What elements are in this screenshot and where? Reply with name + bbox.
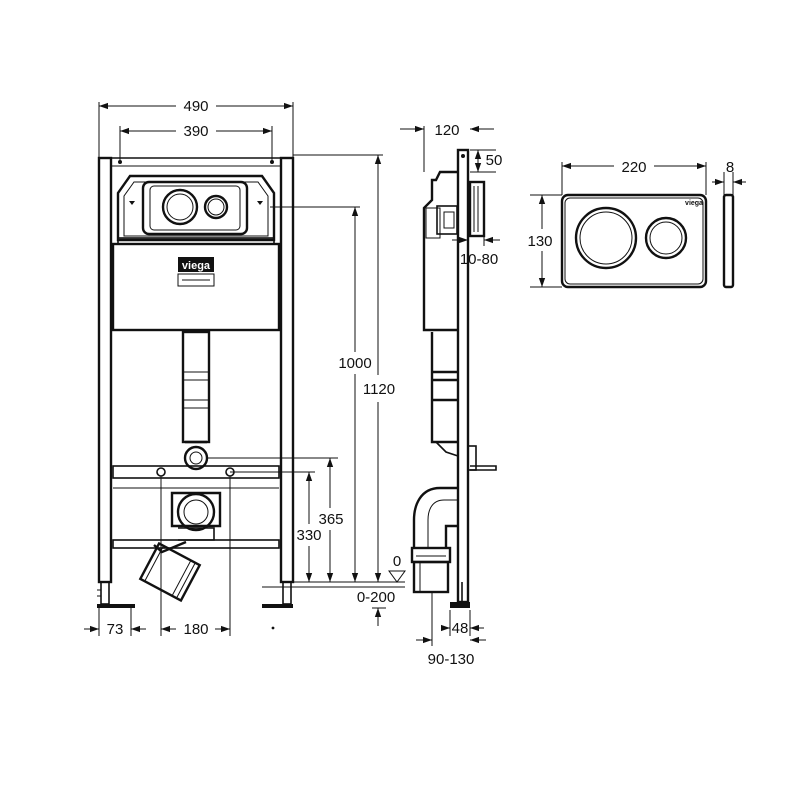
dim-floor-mark: 0	[393, 553, 401, 570]
left-foot-plate	[97, 604, 135, 608]
dim-depth-range: 10-80	[460, 251, 498, 268]
plate-dimensions: 220 8 130	[527, 159, 746, 288]
flush-plate-view: viega	[560, 193, 735, 289]
side-dimensions: 120 50 10-80 48 90-130	[400, 122, 502, 668]
plate-side-profile	[722, 193, 735, 289]
drain-pipe-angled	[138, 541, 202, 603]
dim-frame-width: 490	[183, 98, 208, 115]
flush-plate	[560, 193, 708, 289]
panel-logo: viega	[177, 257, 215, 287]
dim-foot-offset: 73	[107, 621, 124, 638]
dim-plate-width: 220	[621, 159, 646, 176]
dim-bracket-spacing: 390	[183, 123, 208, 140]
wc-bolt-left	[156, 467, 166, 477]
side-flush-pipe	[430, 332, 458, 444]
front-view: viega	[97, 156, 295, 608]
side-post	[456, 148, 470, 604]
side-drain-outlet	[412, 560, 450, 594]
dim-frame-height: 1120	[363, 381, 395, 398]
left-post	[97, 156, 113, 584]
dim-height-adjust: 0-200	[357, 589, 395, 606]
right-foot-leg	[282, 581, 292, 605]
dim-drain-height: 365	[318, 511, 343, 528]
flush-button-large-icon	[161, 188, 199, 226]
dim-plate-height: 130	[527, 233, 552, 250]
drain-connector	[176, 492, 216, 532]
front-dimensions: 490 390 1120 1000 365 330 0 0-	[84, 98, 406, 638]
side-actuator-plate	[468, 180, 486, 238]
plate-button-small-icon	[644, 216, 688, 260]
flush-button-small-icon	[203, 194, 229, 220]
dim-top-offset: 50	[486, 152, 503, 169]
brand-label-plate: viega	[685, 200, 703, 207]
brand-label-panel: viega	[182, 260, 211, 272]
dim-bolt-height: 330	[296, 527, 321, 544]
dim-drain-offset: 180	[183, 621, 208, 638]
side-cistern	[422, 170, 458, 332]
dim-foot-depth: 48	[452, 620, 469, 637]
drain-bracket	[170, 491, 222, 528]
side-drain-elbow	[412, 486, 458, 548]
side-foot-plate	[450, 602, 470, 608]
dim-outlet-range: 90-130	[428, 651, 475, 668]
left-foot-leg	[100, 581, 110, 605]
dim-actuator-height: 1000	[338, 355, 371, 372]
bottom-rail	[112, 539, 280, 549]
dim-plate-thickness: 8	[726, 159, 734, 176]
flush-pipe	[181, 330, 211, 444]
plate-button-large-icon	[574, 206, 638, 270]
level-mark-icon	[388, 570, 406, 583]
dim-side-depth: 120	[434, 122, 459, 139]
actuator-recess	[141, 180, 249, 236]
side-view	[410, 148, 497, 608]
right-post	[279, 156, 295, 584]
cistern-body	[111, 242, 281, 332]
right-foot-plate	[262, 604, 293, 608]
